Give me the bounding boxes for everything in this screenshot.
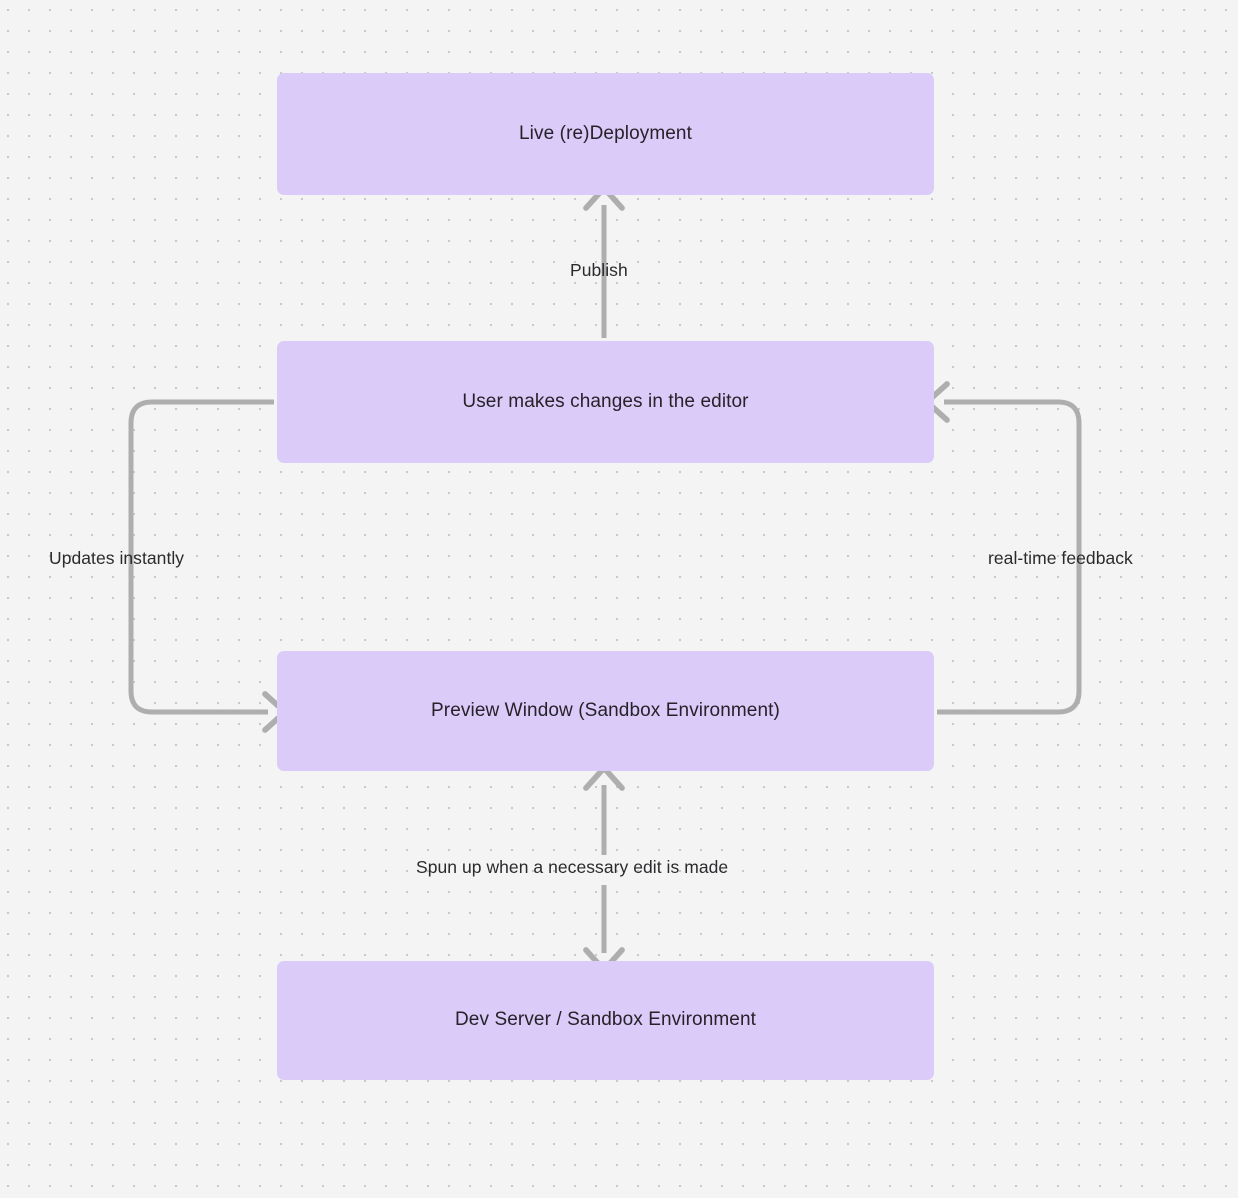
- node-user-edits[interactable]: User makes changes in the editor: [277, 341, 934, 463]
- node-dev-server-label: Dev Server / Sandbox Environment: [454, 1009, 756, 1031]
- node-preview-window-label: Preview Window (Sandbox Environment): [431, 699, 780, 721]
- node-user-edits-label: User makes changes in the editor: [462, 390, 749, 412]
- edge-label-publish: Publish: [570, 260, 628, 280]
- node-dev-server[interactable]: Dev Server / Sandbox Environment: [277, 961, 934, 1080]
- node-live-deployment[interactable]: Live (re)Deployment: [277, 73, 934, 195]
- edge-label-spun-up: Spun up when a necessary edit is made: [416, 857, 729, 877]
- edge-label-real-time-feedback: real-time feedback: [988, 548, 1133, 568]
- node-live-deployment-label: Live (re)Deployment: [519, 122, 692, 144]
- edge-label-updates-instantly: Updates instantly: [49, 548, 185, 568]
- node-preview-window[interactable]: Preview Window (Sandbox Environment): [277, 651, 934, 771]
